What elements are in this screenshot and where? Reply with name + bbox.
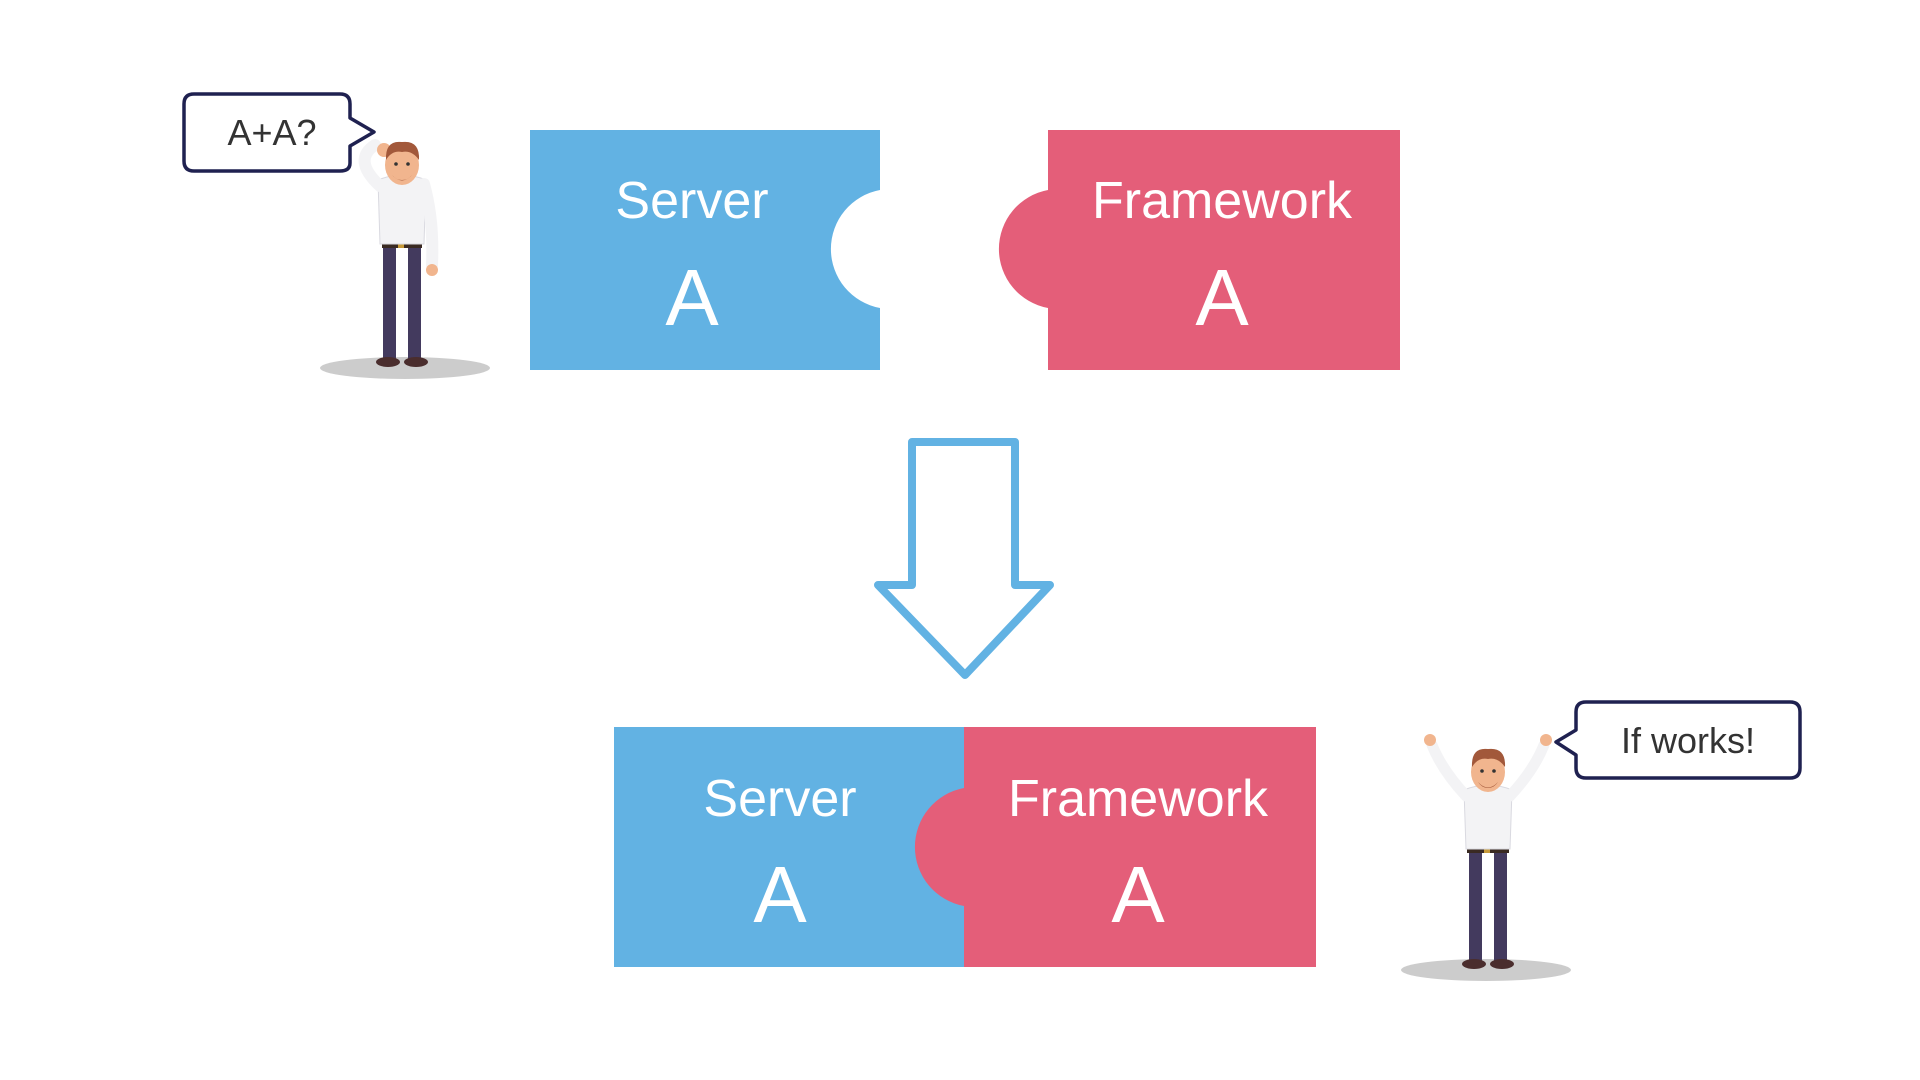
confused-speech-bubble: A+A?: [182, 92, 376, 173]
ground-shadow: [320, 357, 490, 379]
bottom-server-letter: A: [753, 850, 807, 939]
happy-person: [1401, 734, 1571, 981]
bottom-server-name: Server: [703, 770, 856, 828]
bottom-framework-name: Framework: [1008, 770, 1269, 828]
top-server-letter: A: [665, 253, 719, 342]
confused-bubble-text: A+A?: [227, 112, 316, 153]
top-framework-piece: Framework A: [998, 130, 1400, 370]
ground-shadow: [1401, 959, 1571, 981]
bottom-server-piece: Server A: [614, 727, 964, 967]
bottom-framework-piece: Framework A: [914, 727, 1316, 967]
top-server-piece: Server A: [530, 130, 880, 370]
bottom-framework-letter: A: [1111, 850, 1165, 939]
confused-person: [320, 139, 490, 379]
happy-speech-bubble: If works!: [1554, 700, 1802, 780]
top-server-name: Server: [615, 172, 768, 230]
happy-bubble-text: If works!: [1621, 720, 1755, 761]
down-arrow-icon: [874, 438, 1054, 679]
top-framework-name: Framework: [1092, 172, 1353, 230]
top-framework-letter: A: [1195, 253, 1249, 342]
